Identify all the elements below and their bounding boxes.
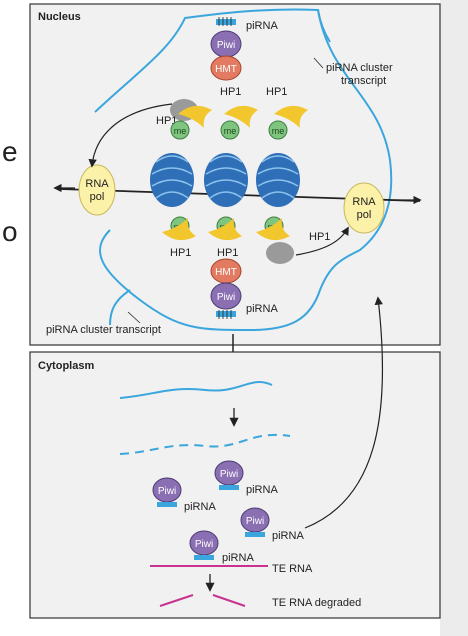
hp1-label: HP1: [266, 86, 287, 98]
svg-text:Piwi: Piwi: [220, 469, 238, 480]
piwi-protein-bottom: [210, 282, 242, 310]
transcript-rna: [119, 381, 273, 399]
piwi-label-top: Piwi: [217, 40, 235, 51]
hp1-bottom-row: HP1 HP1 HP1: [162, 218, 330, 259]
clipped-text-fragment: o: [2, 216, 18, 247]
svg-text:pol: pol: [357, 209, 372, 221]
piwi-complex: Piwi piRNA: [152, 477, 216, 513]
svg-text:piRNA: piRNA: [246, 303, 278, 315]
cytoplasm-title: Cytoplasm: [38, 360, 94, 372]
gray-protein-bottom: [266, 242, 294, 264]
return-arrow: [304, 296, 384, 529]
svg-text:RNA: RNA: [85, 178, 109, 190]
svg-text:piRNA: piRNA: [222, 552, 254, 564]
svg-text:HMT: HMT: [215, 267, 237, 278]
processed-rna: [119, 433, 291, 455]
svg-text:piRNA: piRNA: [272, 530, 304, 542]
svg-text:pol: pol: [90, 191, 105, 203]
piwi-complex-bound: Piwi piRNA: [189, 530, 254, 564]
svg-text:Piwi: Piwi: [158, 486, 176, 497]
transcript-label-bottom: piRNA cluster transcript: [46, 324, 161, 336]
svg-text:piRNA: piRNA: [184, 501, 216, 513]
hp1-label: HP1: [220, 86, 241, 98]
cytoplasm-panel: Cytoplasm Piwi piRNA Piwi piRNA Piwi piR…: [29, 296, 441, 619]
piwi-complex: Piwi piRNA: [214, 460, 278, 496]
pirna-label-top: piRNA: [246, 20, 278, 32]
rna-pol-right: [343, 182, 385, 234]
nucleosome: [256, 153, 300, 207]
svg-text:me: me: [224, 126, 237, 136]
nucleus-title: Nucleus: [38, 11, 81, 23]
svg-text:piRNA: piRNA: [246, 484, 278, 496]
piwi-complex: Piwi piRNA: [240, 507, 304, 542]
svg-text:Piwi: Piwi: [246, 516, 264, 527]
hmt-label-top: HMT: [215, 64, 237, 75]
hp1-top-row: HP1 HP1 HP1: [156, 86, 308, 128]
svg-text:HP1: HP1: [309, 231, 330, 243]
transcript-label-top-2: transcript: [341, 75, 386, 87]
rna-pol-left: [78, 164, 116, 216]
degraded-rna-fragment: [159, 594, 194, 607]
svg-text:Piwi: Piwi: [217, 292, 235, 303]
scrollbar-strip: [440, 0, 468, 636]
svg-text:Piwi: Piwi: [195, 539, 213, 550]
svg-text:me: me: [272, 126, 285, 136]
svg-text:me: me: [174, 126, 187, 136]
me-mark-top: me me me: [170, 120, 288, 140]
clipped-text-fragment: e: [2, 136, 18, 167]
svg-text:RNA: RNA: [352, 196, 376, 208]
degraded-rna-fragment: [212, 594, 246, 607]
hmt-protein-top: [210, 55, 242, 81]
svg-text:HP1: HP1: [217, 247, 238, 259]
hp1-label: HP1: [156, 115, 177, 127]
transcript-label-top: piRNA cluster: [326, 62, 393, 74]
svg-text:HP1: HP1: [170, 247, 191, 259]
pirna-top: piRNA: [216, 17, 278, 32]
te-rna-degraded-label: TE RNA degraded: [272, 597, 361, 609]
te-rna-label: TE RNA: [272, 563, 313, 575]
nucleus-panel: Nucleus piRNA: [29, 3, 441, 346]
nucleosome: [204, 153, 248, 207]
nucleosome: [150, 153, 194, 207]
